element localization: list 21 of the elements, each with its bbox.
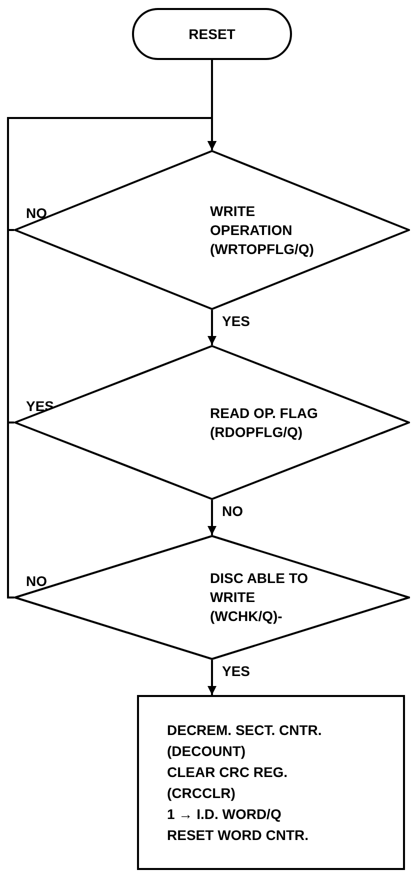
edge-label: NO [220,504,245,518]
flow-arrow [208,660,216,695]
process-box [137,695,405,870]
flow-arrow [208,500,216,535]
process-text: (DECOUNT) [167,742,247,761]
decision-text: WRITE OPERATION (WRTOPFLG/Q) [210,202,315,258]
process-text: (CRCCLR) [167,784,236,803]
decision-text: READ OP. FLAG (RDOPFLG/Q) [210,404,319,442]
terminal-box [132,8,292,60]
edge-label: NO [24,574,49,588]
terminal-text: RESET [188,24,236,44]
flow-arrow [208,310,216,345]
process-text: 1 → I.D. WORD/Q [167,804,282,824]
process-text: RESET WORD CNTR. [167,826,310,844]
flow-arrow [7,117,216,598]
edge-label: NO [24,206,49,220]
process-text: CLEAR CRC REG. [167,762,289,782]
edge-label: YES [220,314,252,328]
decision-text: DISC ABLE TO WRITE (WCHK/Q)- [210,569,310,626]
edge-label: YES [220,664,252,678]
process-text: DECREM. SECT. CNTR. [167,720,323,740]
